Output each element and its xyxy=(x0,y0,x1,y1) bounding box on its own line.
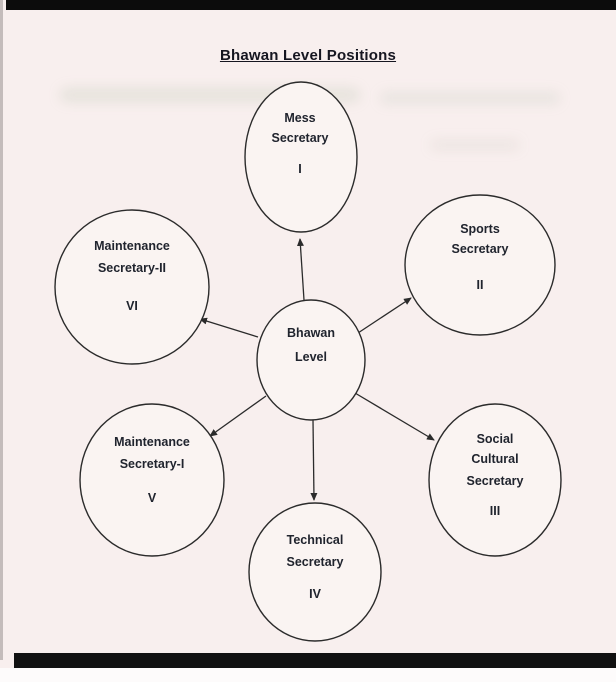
arrow-center-to-technical-secretary xyxy=(310,419,318,501)
bhawan-level-label-line1: Bhawan xyxy=(287,326,335,340)
maintenance-secretary-1-label-line2: Secretary-I xyxy=(120,457,185,471)
maintenance-secretary-1-ellipse xyxy=(79,403,225,557)
bhawan-level-label-line2: Level xyxy=(295,350,327,364)
social-cultural-secretary-label-line1: Social xyxy=(477,432,514,446)
scan-margin-bottom xyxy=(0,668,616,682)
scan-border-bottom xyxy=(14,653,616,668)
mess-secretary-label-line1: Mess xyxy=(284,111,315,125)
technical-secretary-label-line2: Secretary xyxy=(287,555,344,569)
mess-secretary-numeral: I xyxy=(298,162,301,176)
maintenance-secretary-1-numeral: V xyxy=(148,491,157,505)
arrow-center-to-sports-secretary xyxy=(357,297,412,334)
node-maintenance-secretary-2: Maintenance Secretary-II VI xyxy=(54,209,210,365)
bhawan-level-ellipse xyxy=(256,299,366,421)
social-cultural-secretary-label-line3: Secretary xyxy=(467,474,524,488)
arrow-center-to-maintenance-secretary-2 xyxy=(199,317,259,338)
mess-secretary-label-line2: Secretary xyxy=(272,131,329,145)
technical-secretary-label-line1: Technical xyxy=(287,533,344,547)
node-mess-secretary: Mess Secretary I xyxy=(244,81,358,233)
social-cultural-secretary-label-line2: Cultural xyxy=(471,452,518,466)
maintenance-secretary-2-numeral: VI xyxy=(126,299,138,313)
arrow-center-to-mess-secretary xyxy=(296,238,305,301)
node-sports-secretary: Sports Secretary II xyxy=(404,194,556,336)
technical-secretary-ellipse xyxy=(248,502,382,642)
maintenance-secretary-2-label-line2: Secretary-II xyxy=(98,261,166,275)
node-bhawan-level: Bhawan Level xyxy=(256,299,366,421)
sports-secretary-ellipse xyxy=(404,194,556,336)
sports-secretary-label-line2: Secretary xyxy=(452,242,509,256)
page-title: Bhawan Level Positions xyxy=(219,47,397,64)
arrow-center-to-social-cultural-secretary xyxy=(354,392,435,441)
scan-border-left xyxy=(0,0,3,660)
maintenance-secretary-1-label-line1: Maintenance xyxy=(114,435,190,449)
sports-secretary-numeral: II xyxy=(477,278,484,292)
arrow-center-to-maintenance-secretary-1 xyxy=(209,395,267,437)
maintenance-secretary-2-ellipse xyxy=(54,209,210,365)
node-technical-secretary: Technical Secretary IV xyxy=(248,502,382,642)
scan-border-top xyxy=(6,0,616,10)
social-cultural-secretary-ellipse xyxy=(428,403,562,557)
node-maintenance-secretary-1: Maintenance Secretary-I V xyxy=(79,403,225,557)
sports-secretary-label-line1: Sports xyxy=(460,222,500,236)
technical-secretary-numeral: IV xyxy=(309,587,321,601)
maintenance-secretary-2-label-line1: Maintenance xyxy=(94,239,170,253)
social-cultural-secretary-numeral: III xyxy=(490,504,500,518)
node-social-cultural-secretary: Social Cultural Secretary III xyxy=(428,403,562,557)
mess-secretary-ellipse xyxy=(244,81,358,233)
